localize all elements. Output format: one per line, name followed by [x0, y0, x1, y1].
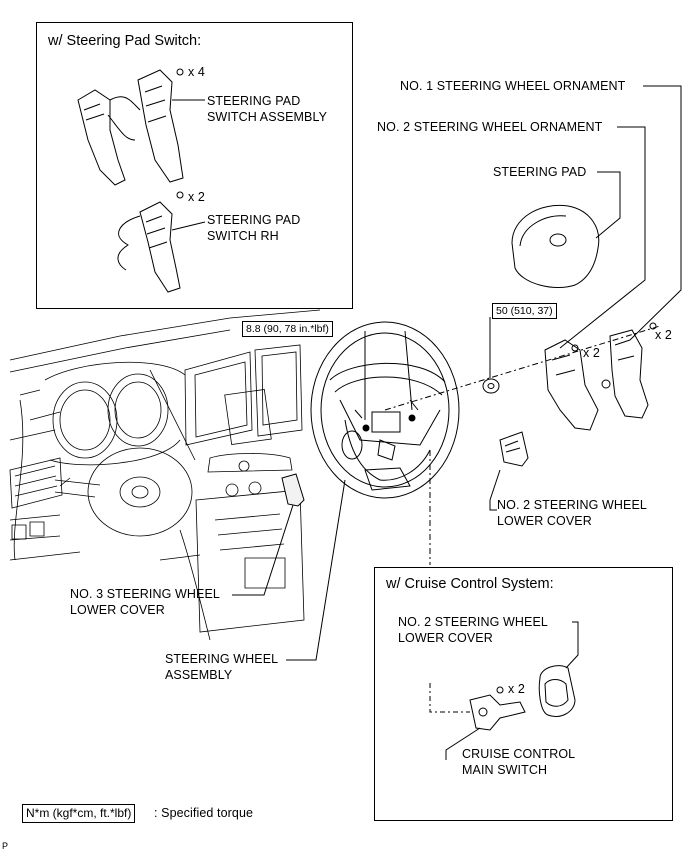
qty-screws-assembly: x 4	[188, 65, 205, 79]
torque-nut-box: 50 (510, 37)	[492, 303, 557, 319]
steering-pad-switch-panel	[36, 22, 353, 309]
steering-wheel-drawing	[311, 322, 459, 498]
qty-screws-rh: x 2	[188, 190, 205, 204]
no2-lower-cover-label: NO. 2 STEERING WHEEL LOWER COVER	[497, 498, 647, 528]
steering-pad-switch-assembly-label: STEERING PAD SWITCH ASSEMBLY	[207, 94, 328, 124]
nut-drawing	[483, 379, 499, 393]
steering-pad-drawing	[512, 205, 599, 287]
steering-pad-label: STEERING PAD	[493, 165, 587, 179]
steering-wheel-assembly-label: STEERING WHEEL ASSEMBLY	[165, 652, 279, 682]
cruise-control-panel	[374, 567, 673, 821]
cruise-switch-drawing	[430, 683, 525, 760]
pad-switch-rh-drawing	[118, 192, 205, 292]
steering-pad-switch-title: w/ Steering Pad Switch:	[48, 33, 202, 49]
no3-lower-cover-label: NO. 3 STEERING WHEEL LOWER COVER	[70, 587, 220, 617]
ornaments-drawing	[545, 323, 656, 430]
qty-ornament-outer: x 2	[655, 328, 672, 342]
no1-ornament-label: NO. 1 STEERING WHEEL ORNAMENT	[400, 79, 626, 93]
cruise-lower-cover-drawing	[539, 622, 578, 717]
cruise-lower-cover-label: NO. 2 STEERING WHEEL LOWER COVER	[398, 615, 548, 645]
no2-ornament-label: NO. 2 STEERING WHEEL ORNAMENT	[377, 120, 603, 134]
instrument-panel-drawing	[10, 310, 320, 640]
legend-description: : Specified torque	[154, 806, 254, 820]
corner-mark: P	[2, 841, 9, 851]
torque-screws-box: 8.8 (90, 78 in.*lbf)	[242, 321, 333, 337]
cruise-main-switch-label: CRUISE CONTROL MAIN SWITCH	[462, 747, 576, 777]
qty-ornament-inner: x 2	[583, 346, 600, 360]
pad-switch-assembly-drawing	[78, 69, 205, 185]
cruise-control-title: w/ Cruise Control System:	[386, 576, 554, 592]
cruise-qty-screws: x 2	[508, 682, 525, 696]
no3-lower-cover-part	[282, 474, 304, 506]
legend-unit-box: N*m (kgf*cm, ft.*lbf)	[22, 804, 136, 823]
leader-lines	[232, 86, 681, 660]
steering-pad-switch-rh-label: STEERING PAD SWITCH RH	[207, 213, 301, 243]
no2-lower-cover-part	[500, 432, 528, 466]
